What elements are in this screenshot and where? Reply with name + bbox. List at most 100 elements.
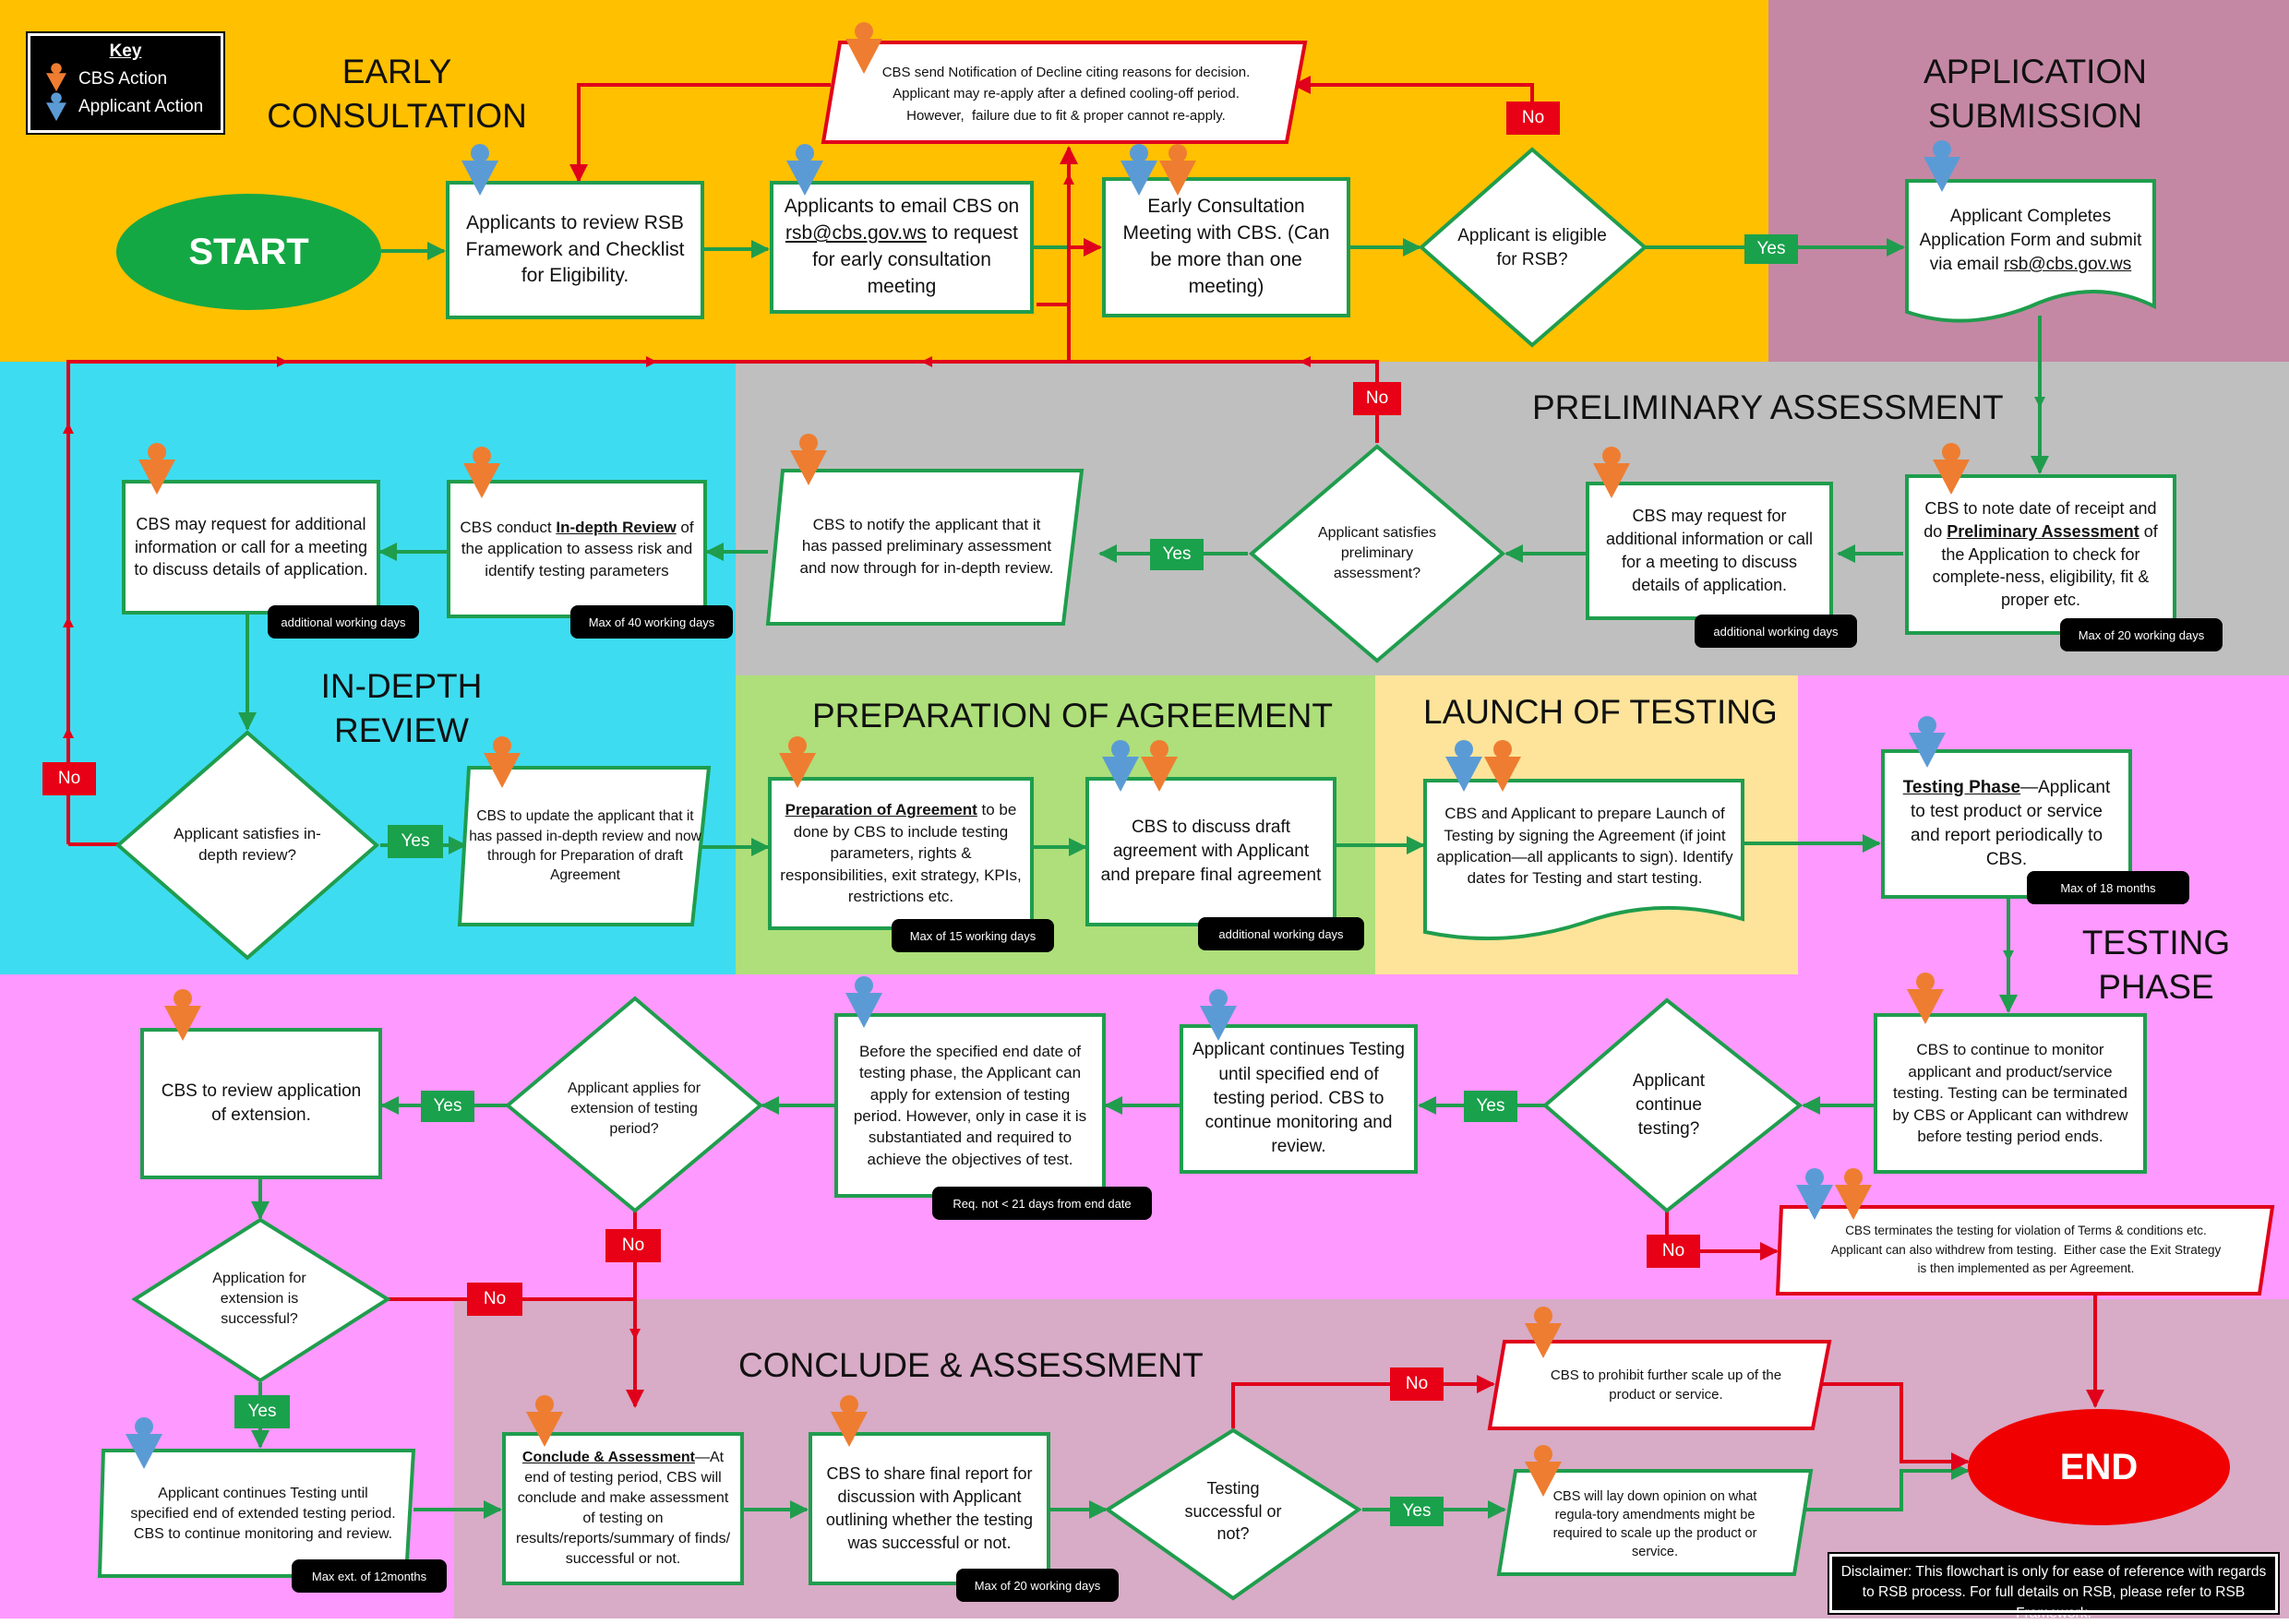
prelim-text-post: of the Application to check for complete… [1932,521,2158,610]
shape-decline-parallelogram [821,41,1308,144]
tag-prelim-additional: additional working days [1695,615,1857,648]
shape-update-parallelogram [457,766,712,926]
label-success-yes: Yes [234,1395,290,1428]
node-continue-testing: Applicant continue testing? [1606,1059,1732,1152]
label-eligible-yes: Yes [1744,234,1798,264]
node-update-passed-text: CBS to update the applicant that it has … [469,808,701,884]
node-conclude-assessment: Conclude & Assessment—At end of testing … [502,1432,744,1585]
node-indepth-satisfies: Applicant satisfies in-depth review? [172,794,323,895]
node-eligible-text: Applicant is eligible for RSB? [1457,225,1607,269]
title-early-text: EARLY CONSULTATION [267,53,527,136]
prep-text-bold: Preparation of Agreement [785,801,977,819]
node-prelim-request-text: CBS may request for additional informati… [1605,507,1814,594]
title-testing-phase: TESTING PHASE [2055,921,2258,1009]
tag-extension-req: Req. not < 21 days from end date [932,1187,1152,1220]
node-early-meeting-text: Early Consultation Meeting with CBS. (Ca… [1122,196,1330,297]
tag-discuss-additional: additional working days [1198,917,1364,950]
node-prohibit-text: CBS to prohibit further scale up of the … [1550,1367,1782,1403]
tag-indepth-max: Max of 40 working days [570,605,733,639]
tag-ext-max: Max ext. of 12months [292,1559,447,1593]
node-monitor-text: CBS to continue to monitor applicant and… [1892,1041,2128,1146]
tag-testing-max: Max of 18 months [2027,871,2189,904]
legend-applicant-label: Applicant Action [78,97,204,116]
email-link[interactable]: rsb@cbs.gov.ws [785,222,927,245]
indepth-text-post: of the application to assess risk and id… [461,518,694,579]
node-indepth-review: CBS conduct In-depth Review of the appli… [447,480,707,618]
label-indepth-no: No [42,762,96,795]
node-prelim-request: CBS may request for additional informati… [1586,482,1833,620]
conclude-text-bold: Conclude & Assessment [521,1449,695,1465]
shape-indepth-satisfies-diamond [114,730,380,961]
label-successful-no: No [1390,1367,1444,1401]
node-extension-apply-text: Before the specified end date of testing… [853,1042,1087,1168]
node-preliminary-text: CBS to note date of receipt and do Preli… [1916,497,2165,612]
label-indepth-yes: Yes [388,825,443,858]
tag-indepth-additional: additional working days [268,605,419,639]
tag-prelim-max: Max of 20 working days [2060,618,2223,651]
node-extension-apply: Before the specified end date of testing… [834,1013,1106,1198]
submit-text-pre: Applicant Completes Application Form and… [1919,206,2142,275]
label-continue-yes: Yes [1464,1091,1517,1122]
shape-prohibit-parallelogram [1487,1340,1832,1430]
node-early-meeting: Early Consultation Meeting with CBS. (Ca… [1102,177,1350,317]
node-testing-successful: Testing successful or not? [1168,1473,1298,1550]
node-prelim-satisfies-text: Applicant satisfies preliminary assessme… [1317,524,1437,582]
label-eligible-no: No [1506,102,1560,135]
node-lay-down: CBS will lay down opinion on what regula… [1532,1486,1778,1563]
disclaimer-note: Disclaimer: This flowchart is only for e… [1828,1552,2280,1621]
node-decline-notice: CBS send Notification of Decline citing … [849,57,1283,131]
node-continues-extended-text: Applicant continues Testing until specif… [130,1485,396,1543]
title-testing-text: TESTING PHASE [2081,924,2231,1007]
arrow-prohibit-to-end [1816,1382,1970,1471]
node-prohibit: CBS to prohibit further scale up of the … [1532,1356,1800,1415]
node-review-framework-text: Applicants to review RSB Framework and C… [465,211,685,287]
shape-launch-document [1423,779,1744,940]
tag-prep-max: Max of 15 working days [892,919,1054,952]
node-final-report-text: CBS to share final report for discussion… [825,1464,1034,1552]
testing-text-post: —Applicant to test product or service an… [1910,777,2111,870]
node-notify-passed: CBS to notify the applicant that it has … [799,493,1054,600]
shape-prelim-satisfies-diamond [1248,444,1506,663]
node-terminates-text: CBS terminates the testing for violation… [1830,1223,2222,1276]
label-successful-yes: Yes [1390,1497,1444,1526]
node-eligible-decision: Applicant is eligible for RSB? [1449,194,1615,303]
shape-laydown-parallelogram [1496,1469,1814,1576]
applicant-action-icon [46,92,66,122]
conclude-text-post: —At end of testing period, CBS will conc… [515,1449,731,1568]
label-continue-no: No [1647,1235,1700,1268]
node-testing-successful-text: Testing successful or not? [1184,1478,1282,1544]
node-preparation-text: Preparation of Agreement to be done by C… [779,799,1023,907]
node-discuss-draft-text: CBS to discuss draft agreement with Appl… [1100,817,1322,886]
node-applies-extension-text: Applicant applies for extension of testi… [567,1080,701,1138]
node-preliminary-assessment: CBS to note date of receipt and do Preli… [1905,474,2176,635]
shape-submit-document [1905,179,2156,323]
node-launch-text: CBS and Applicant to prepare Launch of T… [1436,805,1733,888]
node-decline-text: CBS send Notification of Decline citing … [881,65,1251,124]
line-return-bus [66,360,1379,844]
node-prelim-satisfies: Applicant satisfies preliminary assessme… [1311,506,1444,602]
node-indepth-request: CBS may request for additional informati… [122,480,380,615]
node-submit-application: Applicant Completes Application Form and… [1911,190,2151,292]
title-in-depth-review: IN-DEPTH REVIEW [295,664,508,753]
node-indepth-request-text: CBS may request for additional informati… [134,514,368,579]
node-launch-testing: CBS and Applicant to prepare Launch of T… [1432,786,1737,906]
node-discuss-draft: CBS to discuss draft agreement with Appl… [1085,777,1336,926]
cbs-action-icon [46,63,66,92]
title-preliminary-assessment: PRELIMINARY ASSESSMENT [1532,388,2004,426]
node-extension-success-text: Application for extension is successful? [212,1270,306,1328]
arrow-decline-to-review [569,83,831,183]
legend-cbs-label: CBS Action [78,69,168,89]
shape-extension-success-diamond [131,1217,391,1383]
node-review-extension: CBS to review application of extension. [140,1028,382,1179]
email-text-post: to request for early consultation meetin… [812,222,1019,297]
title-submission-text: APPLICATION SUBMISSION [1923,53,2147,136]
submit-email-link[interactable]: rsb@cbs.gov.ws [2003,255,2132,275]
title-launch-of-testing: LAUNCH OF TESTING [1423,693,1778,731]
node-email-cbs: Applicants to email CBS on rsb@cbs.gov.w… [770,181,1034,314]
title-early-consultation: EARLY CONSULTATION [258,50,535,138]
title-conclude-assessment: CONCLUDE & ASSESSMENT [738,1346,1204,1384]
arrow-laydown-to-end [1798,1462,1970,1511]
node-continues-extended: Applicant continues Testing until specif… [129,1463,397,1565]
node-conclude-text: Conclude & Assessment—At end of testing … [513,1448,733,1570]
shape-notify-parallelogram [765,469,1085,626]
